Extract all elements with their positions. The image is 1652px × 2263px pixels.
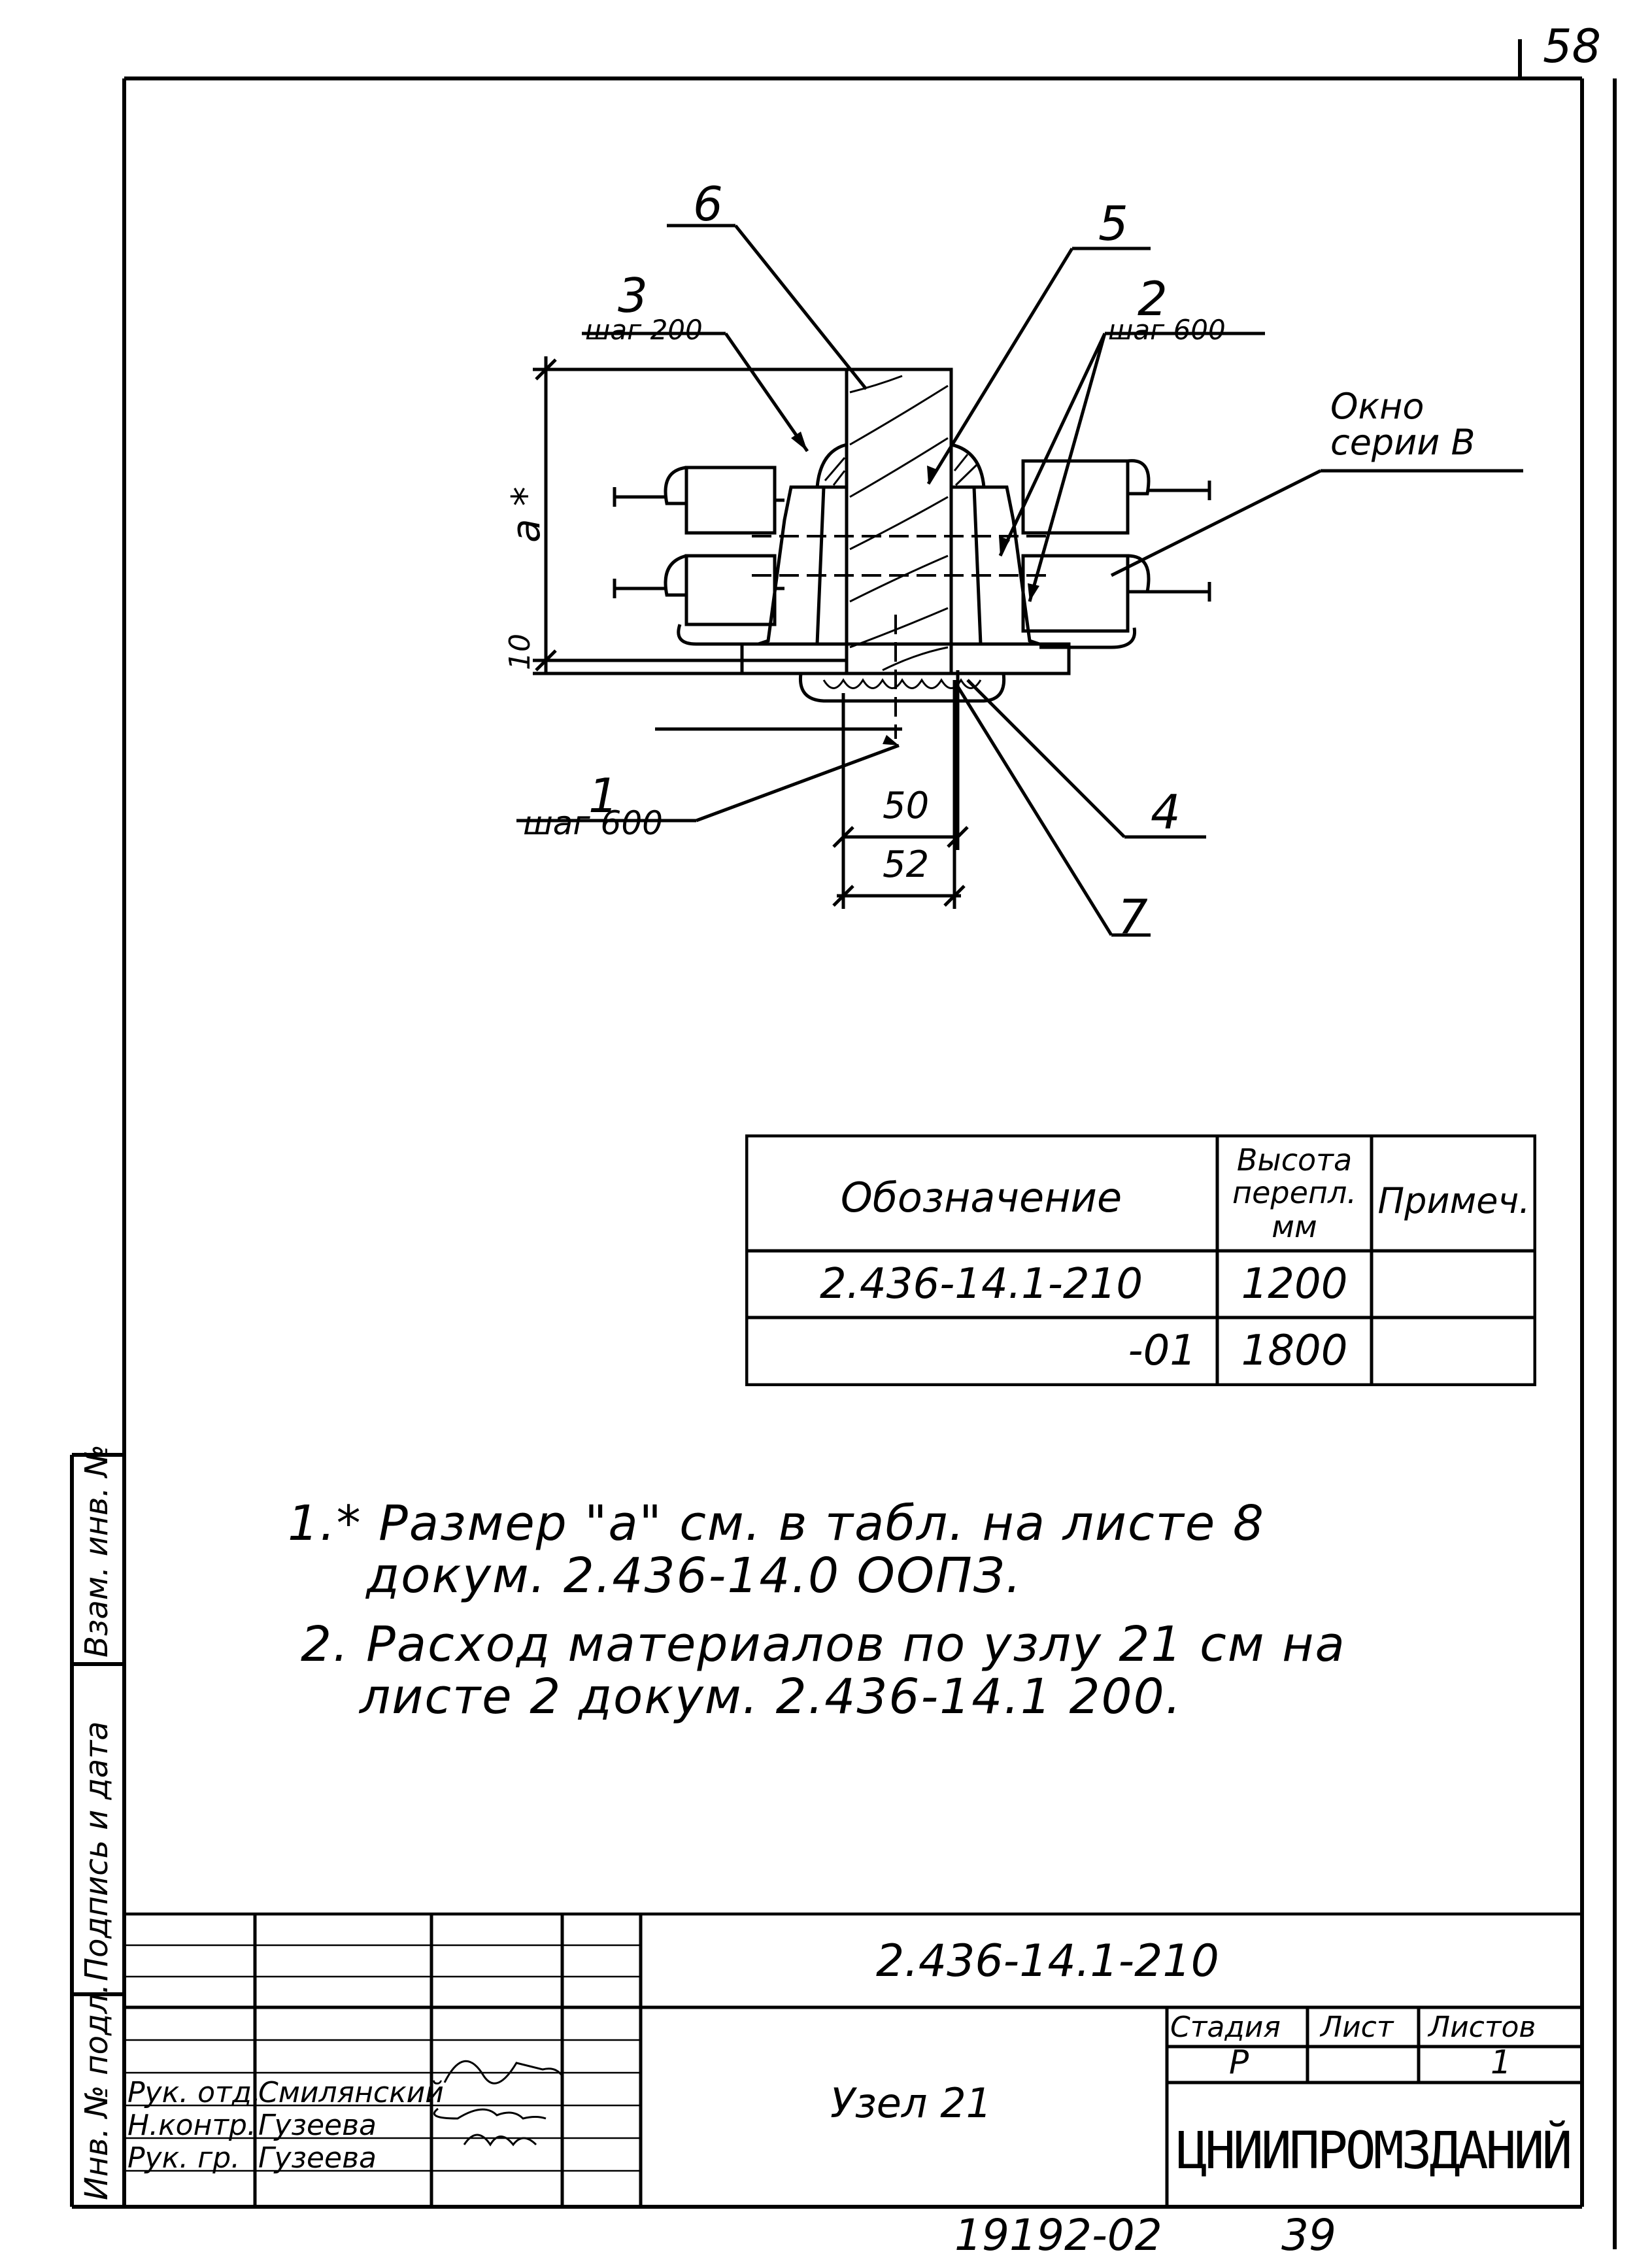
sheet-number: 58 — [1543, 20, 1602, 73]
spec-header-height-l1: Высота — [1236, 1142, 1353, 1178]
spec-row1-designation: 2.436-14.1-210 — [819, 1260, 1143, 1308]
label-dim-10: 10 — [503, 634, 537, 670]
note-2-line-2: листе 2 докум. 2.436-14.1 200. — [360, 1669, 1183, 1725]
sheets-value: 1 — [1491, 2043, 1511, 2081]
margin-field-signature: Подпись и дата — [78, 1721, 115, 1981]
name-3: Гузеева — [258, 2141, 377, 2175]
note-1-line-1: 1.* Размер "а" см. в табл. на листе 8 — [288, 1495, 1265, 1552]
label-dim-52: 52 — [883, 843, 930, 886]
spec-header-height-l3: мм — [1272, 1209, 1317, 1244]
node-21-section — [516, 224, 1523, 937]
spec-table-grid — [745, 1134, 1536, 1386]
label-item-1-step: шаг 600 — [523, 804, 663, 842]
name-2: Гузеева — [258, 2109, 377, 2142]
archive-number: 19192-02 — [954, 2210, 1162, 2260]
label-item-5: 5 — [1098, 196, 1128, 251]
spec-header-note: Примеч. — [1377, 1180, 1530, 1221]
spec-row2-designation: -01 — [1128, 1327, 1196, 1375]
label-dim-a: а * — [503, 486, 549, 543]
label-item-3-step: шаг 200 — [585, 314, 703, 346]
organization-name: ЦНИИПРОМЗДАНИЙ — [1177, 2122, 1572, 2181]
title-block-grid — [124, 1913, 1582, 2207]
label-item-2: 2 — [1138, 271, 1168, 326]
spec-table: Обозначение Высота перепл. мм Примеч. 2.… — [745, 1134, 1536, 1386]
name-1: Смилянский — [258, 2076, 444, 2109]
sheet-label: Лист — [1321, 2011, 1394, 2044]
label-item-6: 6 — [693, 177, 723, 231]
label-item-1: 1 — [588, 768, 618, 823]
margin-field-replace: Взам. инв. № — [78, 1444, 115, 1658]
label-item-2-step: шаг 600 — [1108, 314, 1226, 346]
spec-header-designation: Обозначение — [840, 1174, 1122, 1221]
spec-header-height-l2: перепл. — [1232, 1175, 1357, 1210]
note-1-line-2: докум. 2.436-14.0 ООПЗ. — [366, 1548, 1022, 1604]
label-window-line2: серии В — [1330, 422, 1475, 463]
spec-row2-height: 1800 — [1241, 1327, 1348, 1375]
role-2: Н.контр. — [127, 2109, 256, 2142]
role-3: Рук. гр. — [127, 2141, 241, 2175]
document-code: 2.436-14.1-210 — [876, 1935, 1219, 1987]
label-dim-50: 50 — [883, 785, 930, 827]
label-item-4: 4 — [1151, 785, 1181, 840]
signatures — [433, 2060, 564, 2147]
label-item-7: 7 — [1118, 889, 1148, 944]
margin-field-inventory: Инв. № подл. — [78, 1983, 115, 2200]
label-item-3: 3 — [618, 268, 648, 323]
label-window-line1: Окно — [1330, 386, 1424, 427]
title-block: 2.436-14.1-210 Узел 21 Стадия Лист Листо… — [124, 1913, 1582, 2207]
sheets-label: Листов — [1428, 2011, 1536, 2044]
page-number: 39 — [1281, 2210, 1336, 2260]
stage-label: Стадия — [1170, 2011, 1281, 2044]
role-1: Рук. отд. — [127, 2076, 261, 2109]
stage-value: Р — [1229, 2043, 1249, 2081]
spec-row1-height: 1200 — [1241, 1260, 1348, 1308]
document-title: Узел 21 — [830, 2079, 992, 2127]
note-2-line-1: 2. Расход материалов по узлу 21 см на — [301, 1616, 1346, 1673]
